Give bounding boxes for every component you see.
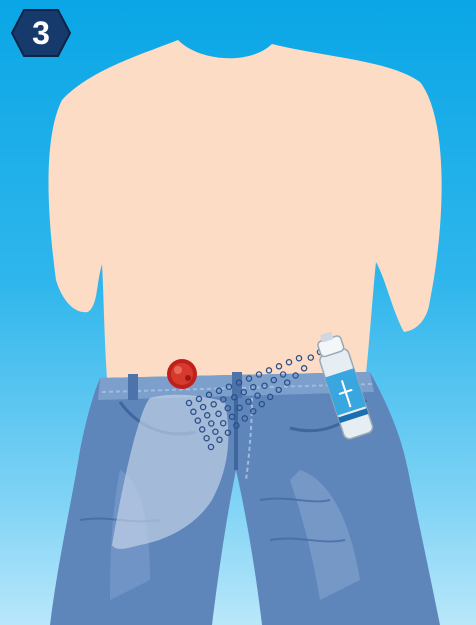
stoma-wound-icon <box>167 359 197 389</box>
step-badge: 3 <box>10 8 72 58</box>
jeans-illustration-icon <box>50 370 440 625</box>
step-number: 3 <box>10 8 72 58</box>
torso-silhouette-icon <box>49 40 442 392</box>
